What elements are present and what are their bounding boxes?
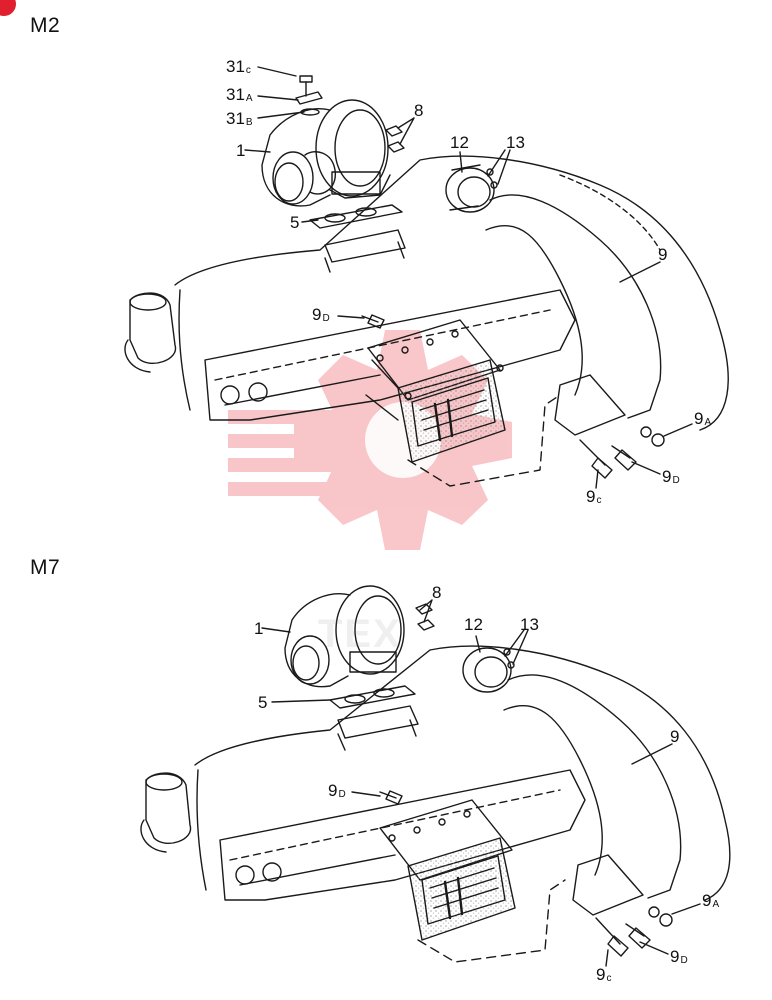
callout-9c: 9c	[586, 487, 602, 506]
callout-9d-upper: 9D	[312, 305, 330, 324]
callout-9a: 9A	[702, 891, 720, 910]
callout-9c: 9c	[596, 965, 612, 984]
callout-31c: 31c	[226, 57, 251, 76]
callout-1: 1	[236, 141, 246, 160]
callout-12: 12	[450, 133, 469, 152]
callout-31a: 31A	[226, 85, 253, 104]
callout-8: 8	[414, 101, 424, 120]
callout-13: 13	[520, 615, 539, 634]
callout-9d-upper: 9D	[328, 781, 346, 800]
corner-badge-icon	[0, 0, 16, 16]
callout-12: 12	[464, 615, 483, 634]
callout-5: 5	[290, 213, 300, 232]
callout-9: 9	[670, 727, 680, 746]
m2-assembly	[124, 66, 729, 489]
callout-5: 5	[258, 693, 268, 712]
callout-9d-lower: 9D	[662, 467, 680, 486]
callout-8: 8	[432, 583, 442, 602]
turbocharger	[261, 99, 391, 207]
section-title-m2: M2	[30, 14, 61, 37]
callout-13: 13	[506, 133, 525, 152]
callout-9d-lower: 9D	[670, 947, 688, 966]
oil-cooler	[365, 319, 506, 463]
callout-9: 9	[658, 245, 668, 264]
callout-31b: 31B	[226, 109, 253, 128]
callout-1: 1	[254, 619, 264, 638]
watermark-text: TEX	[318, 612, 402, 656]
section-title-m7: M7	[30, 556, 61, 579]
m7-assembly	[140, 585, 731, 967]
callout-9a: 9A	[694, 409, 712, 428]
